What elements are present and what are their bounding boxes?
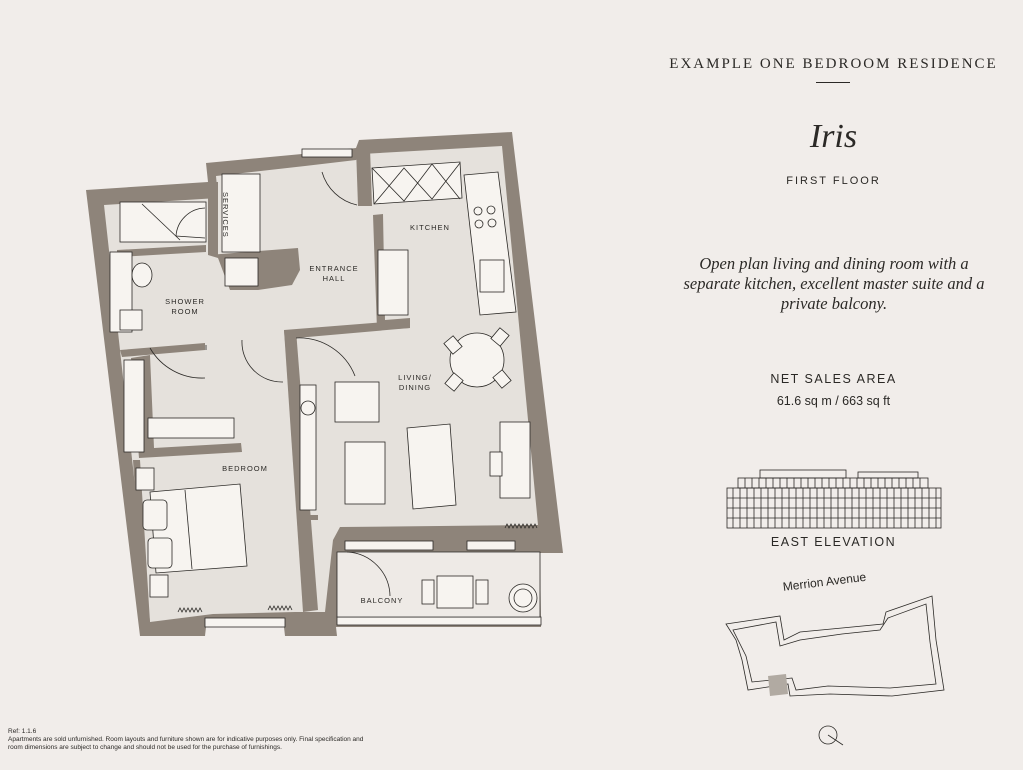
radiators xyxy=(177,523,538,613)
kitchen-units xyxy=(371,161,517,316)
balcony-furniture xyxy=(421,575,538,613)
room-label-entrance-hall: ENTRANCE HALL xyxy=(309,264,359,283)
services-cupboard xyxy=(221,173,261,253)
services-rack xyxy=(224,257,259,287)
room-label-bedroom: BEDROOM xyxy=(222,464,268,473)
net-sales-area-title: NET SALES AREA xyxy=(770,372,897,386)
residence-description: Open plan living and dining room with a … xyxy=(683,254,985,313)
residence-name: Iris xyxy=(809,118,858,155)
net-sales-area-value: 61.6 sq m / 663 sq ft xyxy=(776,394,891,408)
room-label-balcony: BALCONY xyxy=(360,596,404,605)
disclaimer-text: Apartments are sold unfurnished. Room la… xyxy=(8,736,364,751)
living-furniture xyxy=(299,327,531,511)
reference-number: Ref: 1.1.6 xyxy=(8,728,37,735)
room-label-shower-room: SHOWER ROOM xyxy=(165,297,205,316)
bed xyxy=(135,467,248,598)
page-title: EXAMPLE ONE BEDROOM RESIDENCE xyxy=(669,56,998,72)
wardrobe xyxy=(123,359,235,453)
shower-fixtures xyxy=(109,201,207,333)
site-key-plan xyxy=(725,595,945,746)
room-label-living-dining: LIVING/ DINING xyxy=(398,373,432,392)
title-divider xyxy=(816,82,850,83)
room-label-services: SERVICES xyxy=(221,192,230,238)
highlighted-unit xyxy=(768,674,788,696)
east-elevation-drawing xyxy=(726,469,942,529)
door-swings xyxy=(149,171,391,597)
room-label-kitchen: KITCHEN xyxy=(410,223,450,232)
east-elevation-label: EAST ELEVATION xyxy=(770,535,897,549)
floor-label: FIRST FLOOR xyxy=(786,175,881,187)
